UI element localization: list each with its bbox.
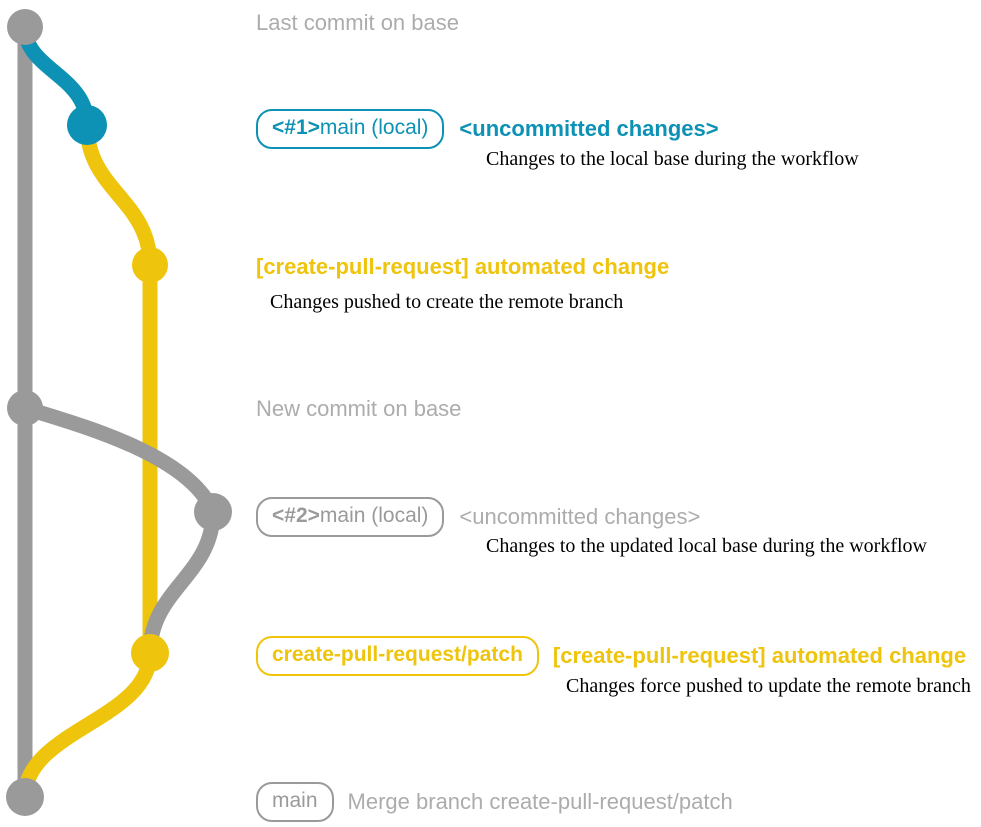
lane-yellow-merge-line — [17, 645, 158, 805]
node-automated-change-1[interactable] — [132, 247, 168, 283]
lane-yellow-line — [79, 117, 158, 661]
ref-badge-index: <#1> — [272, 116, 320, 139]
ref-badge-main[interactable]: main — [256, 782, 334, 823]
commit-subject: Last commit on base — [256, 10, 459, 35]
commit-description-automated-change-2: Changes force pushed to update the remot… — [566, 675, 971, 697]
ref-badge-name: create-pull-request/patch — [272, 643, 523, 666]
ref-badge-name: main — [272, 789, 318, 812]
ref-badge-name: main (local) — [319, 116, 429, 139]
commit-row-uncommitted-changes-1: <#1> main (local) <uncommitted changes> — [256, 109, 719, 150]
ref-badge-index: <#2> — [272, 504, 320, 527]
commit-subject: <uncommitted changes> — [459, 504, 701, 530]
commit-row-automated-change-1: [create-pull-request] automated change — [256, 254, 669, 279]
node-new-commit-on-base[interactable] — [7, 390, 43, 426]
commit-description-uncommitted-changes-2: Changes to the updated local base during… — [486, 535, 927, 557]
commit-row-uncommitted-changes-2: <#2> main (local) <uncommitted changes> — [256, 497, 701, 538]
commit-subject: <uncommitted changes> — [459, 116, 719, 142]
ref-badge-main-local-2[interactable]: <#2> main (local) — [256, 497, 445, 538]
commit-row-new-commit-on-base: New commit on base — [256, 396, 461, 421]
ref-badge-name: main (local) — [319, 504, 429, 527]
commit-subject: [create-pull-request] automated change — [256, 254, 670, 279]
ref-badge-main-local-1[interactable]: <#1> main (local) — [256, 109, 445, 150]
node-merge-commit[interactable] — [6, 778, 44, 816]
commit-row-last-commit-on-base: Last commit on base — [256, 10, 459, 35]
commit-subject: [create-pull-request] automated change — [552, 643, 967, 669]
commit-row-automated-change-2: create-pull-request/patch [create-pull-r… — [256, 636, 967, 677]
lane-gray-local-down-line — [142, 504, 221, 661]
node-last-commit-on-base[interactable] — [7, 9, 43, 45]
ref-badge-create-pull-request-patch[interactable]: create-pull-request/patch — [256, 636, 539, 677]
commit-description-uncommitted-changes-1: Changes to the local base during the wor… — [486, 148, 859, 170]
git-graph-svg — [6, 9, 232, 816]
node-automated-change-2[interactable] — [131, 634, 169, 672]
commit-description-automated-change-1: Changes pushed to create the remote bran… — [270, 291, 624, 313]
commit-subject: Merge branch create-pull-request/patch — [347, 789, 733, 815]
lane-gray-local-line — [17, 400, 221, 520]
node-uncommitted-changes-1[interactable] — [67, 105, 107, 145]
node-uncommitted-changes-2[interactable] — [194, 493, 232, 531]
commit-subject: New commit on base — [256, 396, 462, 421]
commit-row-merge-commit: main Merge branch create-pull-request/pa… — [256, 782, 733, 823]
